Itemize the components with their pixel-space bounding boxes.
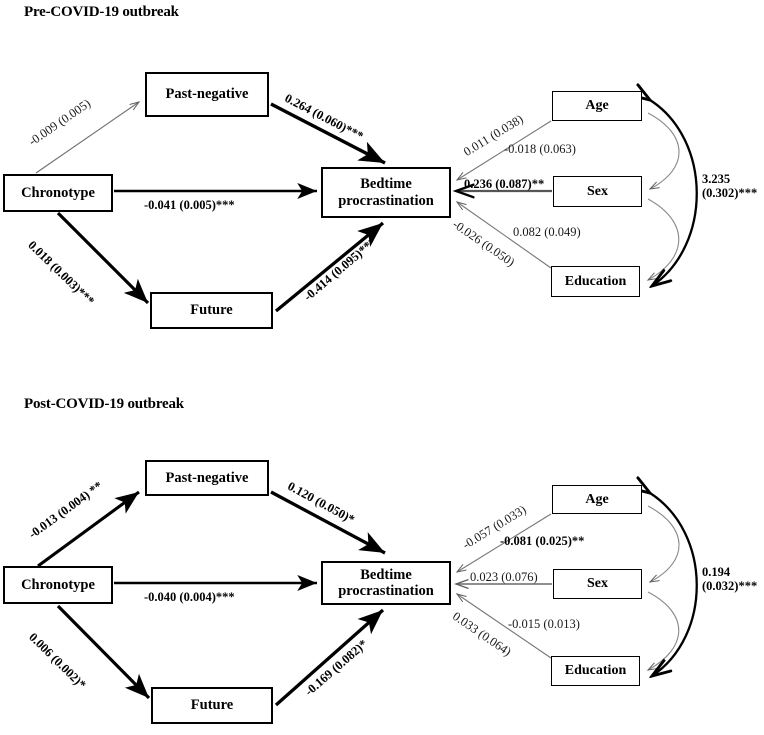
node-education-post[interactable]: Education xyxy=(551,656,640,686)
arrow-education-outcome-post xyxy=(457,594,552,659)
arrow-age-outcome-pre xyxy=(457,120,552,180)
node-outcome-post[interactable]: Bedtime procrastination xyxy=(321,561,451,605)
node-past-negative-pre[interactable]: Past-negative xyxy=(145,72,269,117)
label-age-education-covariance-post: 0.194 (0.032)*** xyxy=(702,565,758,594)
node-future-post[interactable]: Future xyxy=(151,687,273,724)
label-age-sex-covariance-pre: -0.018 (0.063) xyxy=(504,142,576,156)
label-sex-outcome-pre: 0.236 (0.087)** xyxy=(464,177,545,191)
arrow-pastnegative-outcome-post xyxy=(270,490,386,555)
arrow-chronotype-future-pre xyxy=(56,211,150,305)
arrow-age-outcome-post xyxy=(457,513,552,572)
curve-sex-education-post xyxy=(648,591,680,670)
node-outcome-pre[interactable]: Bedtime procrastination xyxy=(321,167,451,218)
arrow-chronotype-pastnegative-post xyxy=(37,490,140,568)
label-chronotype-outcome-post: -0.040 (0.004)*** xyxy=(144,590,235,604)
curve-age-education-post xyxy=(650,493,698,676)
curve-age-education-pre xyxy=(650,100,698,286)
label-sex-outcome-post: 0.023 (0.076) xyxy=(470,570,538,584)
arrow-chronotype-pastnegative-pre xyxy=(35,102,139,174)
node-sex-post[interactable]: Sex xyxy=(553,569,642,599)
node-future-pre[interactable]: Future xyxy=(150,292,273,329)
label-chronotype-outcome-pre: -0.041 (0.005)*** xyxy=(144,198,235,212)
curve-sex-education-pre xyxy=(648,198,680,280)
node-sex-pre[interactable]: Sex xyxy=(553,176,642,207)
arrow-future-outcome-post xyxy=(274,608,385,707)
arrow-pastnegative-outcome-pre xyxy=(270,102,386,165)
arrow-chronotype-future-post xyxy=(56,604,151,700)
node-age-pre[interactable]: Age xyxy=(552,91,642,121)
node-past-negative-post[interactable]: Past-negative xyxy=(145,460,269,496)
label-sex-education-covariance-post: -0.015 (0.013) xyxy=(508,617,580,631)
node-age-post[interactable]: Age xyxy=(552,485,642,514)
panel-title-post: Post-COVID-19 outbreak xyxy=(24,396,184,412)
node-chronotype-post[interactable]: Chronotype xyxy=(3,566,113,604)
node-chronotype-pre[interactable]: Chronotype xyxy=(3,174,113,212)
arrow-future-outcome-pre xyxy=(274,221,385,313)
label-age-sex-covariance-post: -0.081 (0.025)** xyxy=(500,534,585,548)
node-education-pre[interactable]: Education xyxy=(551,266,640,297)
label-age-education-covariance-pre: 3.235 (0.302)*** xyxy=(702,172,758,201)
arrow-education-outcome-pre xyxy=(457,202,552,269)
panel-title-pre: Pre-COVID-19 outbreak xyxy=(24,4,179,20)
label-sex-education-covariance-pre: 0.082 (0.049) xyxy=(513,225,581,239)
